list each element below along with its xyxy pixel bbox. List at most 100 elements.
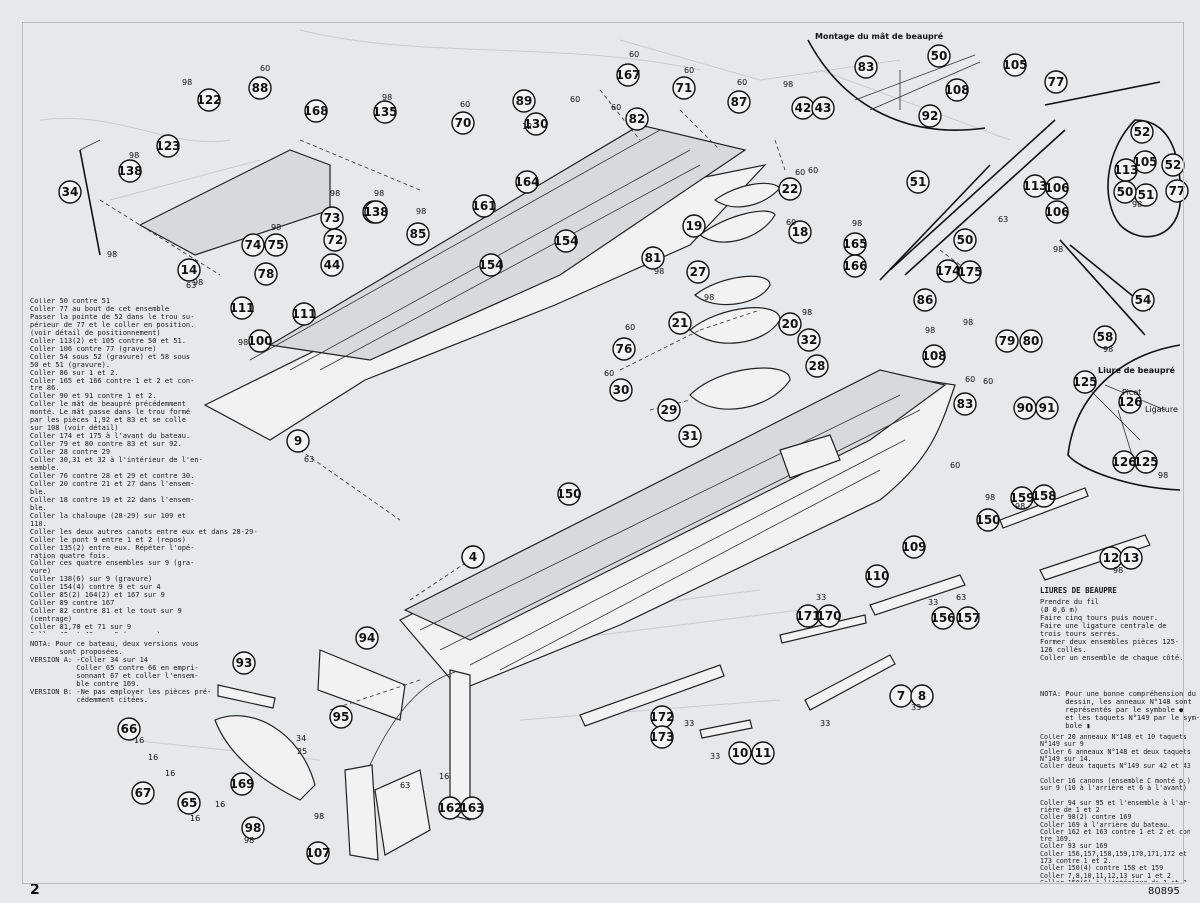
callout-circle bbox=[612, 337, 636, 361]
callout-number: 165 bbox=[842, 237, 867, 251]
callout-circle bbox=[1019, 329, 1043, 353]
part-callout: 50 bbox=[953, 228, 977, 252]
callout-circle bbox=[995, 329, 1019, 353]
callout-circle bbox=[918, 104, 942, 128]
callout-circle bbox=[788, 220, 812, 244]
callout-number: 156 bbox=[930, 611, 955, 625]
callout-circle bbox=[451, 111, 475, 135]
callout-number: 158 bbox=[1031, 489, 1056, 503]
callout-circle bbox=[131, 781, 155, 805]
callout-number: 126 bbox=[1117, 395, 1142, 409]
part-callout: 113 bbox=[1022, 174, 1048, 198]
callout-number: 168 bbox=[303, 104, 328, 118]
scale-number: 98 bbox=[107, 250, 117, 259]
part-callout: 98 bbox=[241, 816, 265, 840]
part-callout: 74 bbox=[241, 233, 265, 257]
scale-number: 63 bbox=[400, 781, 410, 790]
callout-number: 167 bbox=[615, 68, 640, 82]
callout-number: 73 bbox=[324, 211, 341, 225]
callout-circle bbox=[461, 545, 485, 569]
scale-number: 98 bbox=[330, 189, 340, 198]
part-callout: 75 bbox=[264, 233, 288, 257]
callout-circle bbox=[1161, 153, 1185, 177]
callout-circle bbox=[910, 684, 934, 708]
callout-number: 10 bbox=[732, 746, 749, 760]
callout-number: 54 bbox=[1135, 293, 1152, 307]
callout-circle bbox=[479, 253, 503, 277]
scale-number: 98 bbox=[1053, 245, 1063, 254]
scale-number: 98 bbox=[1113, 566, 1123, 575]
callout-circle bbox=[616, 63, 640, 87]
callout-number: 66 bbox=[121, 722, 138, 736]
part-callout: 73 bbox=[320, 206, 344, 230]
callout-circle bbox=[976, 508, 1000, 532]
part-callout: 150 bbox=[556, 482, 582, 506]
callout-circle bbox=[512, 89, 536, 113]
scale-number: 98 bbox=[985, 493, 995, 502]
callout-number: 138 bbox=[117, 164, 142, 178]
callout-number: 58 bbox=[1097, 330, 1114, 344]
callout-number: 92 bbox=[922, 109, 939, 123]
part-callout: 51 bbox=[1134, 183, 1158, 207]
part-callout: 70 bbox=[451, 111, 475, 135]
part-callout: 150 bbox=[975, 508, 1001, 532]
part-callout: 122 bbox=[196, 88, 222, 112]
callout-number: 91 bbox=[1039, 401, 1056, 415]
callout-circle bbox=[1045, 176, 1069, 200]
callout-number: 98 bbox=[245, 821, 262, 835]
callout-number: 44 bbox=[324, 258, 341, 272]
callout-number: 51 bbox=[1138, 188, 1155, 202]
scale-number: 60 bbox=[950, 461, 960, 470]
callout-number: 107 bbox=[305, 846, 330, 860]
scale-number: 98 bbox=[374, 189, 384, 198]
callout-number: 157 bbox=[955, 611, 980, 625]
callout-number: 80 bbox=[1023, 334, 1040, 348]
callout-number: 123 bbox=[155, 139, 180, 153]
scale-number: 98 bbox=[852, 219, 862, 228]
callout-number: 110 bbox=[864, 569, 889, 583]
callout-number: 51 bbox=[910, 175, 927, 189]
part-callout: 71 bbox=[672, 76, 696, 100]
callout-circle bbox=[118, 159, 142, 183]
callout-number: 87 bbox=[731, 95, 748, 109]
ligature-label: Ligature bbox=[1145, 405, 1178, 414]
scale-number: 98 bbox=[182, 78, 192, 87]
callout-circle bbox=[1165, 179, 1189, 203]
callout-number: 171 bbox=[795, 609, 820, 623]
callout-number: 9 bbox=[294, 434, 302, 448]
part-callout: 42 bbox=[791, 96, 815, 120]
callout-circle bbox=[625, 107, 649, 131]
part-callout: 92 bbox=[918, 104, 942, 128]
callout-circle bbox=[557, 482, 581, 506]
callout-circle bbox=[292, 302, 316, 326]
callout-number: 13 bbox=[1123, 551, 1140, 565]
callout-circle bbox=[797, 328, 821, 352]
scale-number: 98 bbox=[704, 293, 714, 302]
part-callout: 93 bbox=[232, 651, 256, 675]
callout-circle bbox=[515, 170, 539, 194]
stand-34 bbox=[79, 139, 101, 256]
callout-number: 150 bbox=[975, 513, 1000, 527]
callout-circle bbox=[931, 606, 955, 630]
callout-number: 18 bbox=[792, 225, 809, 239]
lashing-inset bbox=[1067, 344, 1181, 491]
scale-number: 63 bbox=[998, 215, 1008, 224]
part-callout: 173 bbox=[649, 725, 675, 749]
callout-circle bbox=[58, 180, 82, 204]
part-callout: 76 bbox=[612, 337, 636, 361]
callout-number: 65 bbox=[181, 796, 198, 810]
callout-circle bbox=[323, 228, 347, 252]
note-rings-cleats: NOTA: Pour une bonne compréhension du de… bbox=[1040, 690, 1200, 730]
callout-circle bbox=[922, 344, 946, 368]
callout-layer: 3413812312288168135701308913816771874243… bbox=[58, 44, 1189, 865]
callout-number: 77 bbox=[1169, 184, 1186, 198]
callout-number: 108 bbox=[921, 349, 946, 363]
callout-number: 108 bbox=[944, 83, 969, 97]
part-callout: 105 bbox=[1002, 53, 1028, 77]
part-callout: 174 bbox=[935, 259, 961, 283]
part-callout: 159 bbox=[1009, 486, 1035, 510]
callout-number: 175 bbox=[957, 265, 982, 279]
callout-number: 94 bbox=[359, 631, 376, 645]
part-callout: 30 bbox=[609, 378, 633, 402]
part-callout: 52 bbox=[1161, 153, 1185, 177]
